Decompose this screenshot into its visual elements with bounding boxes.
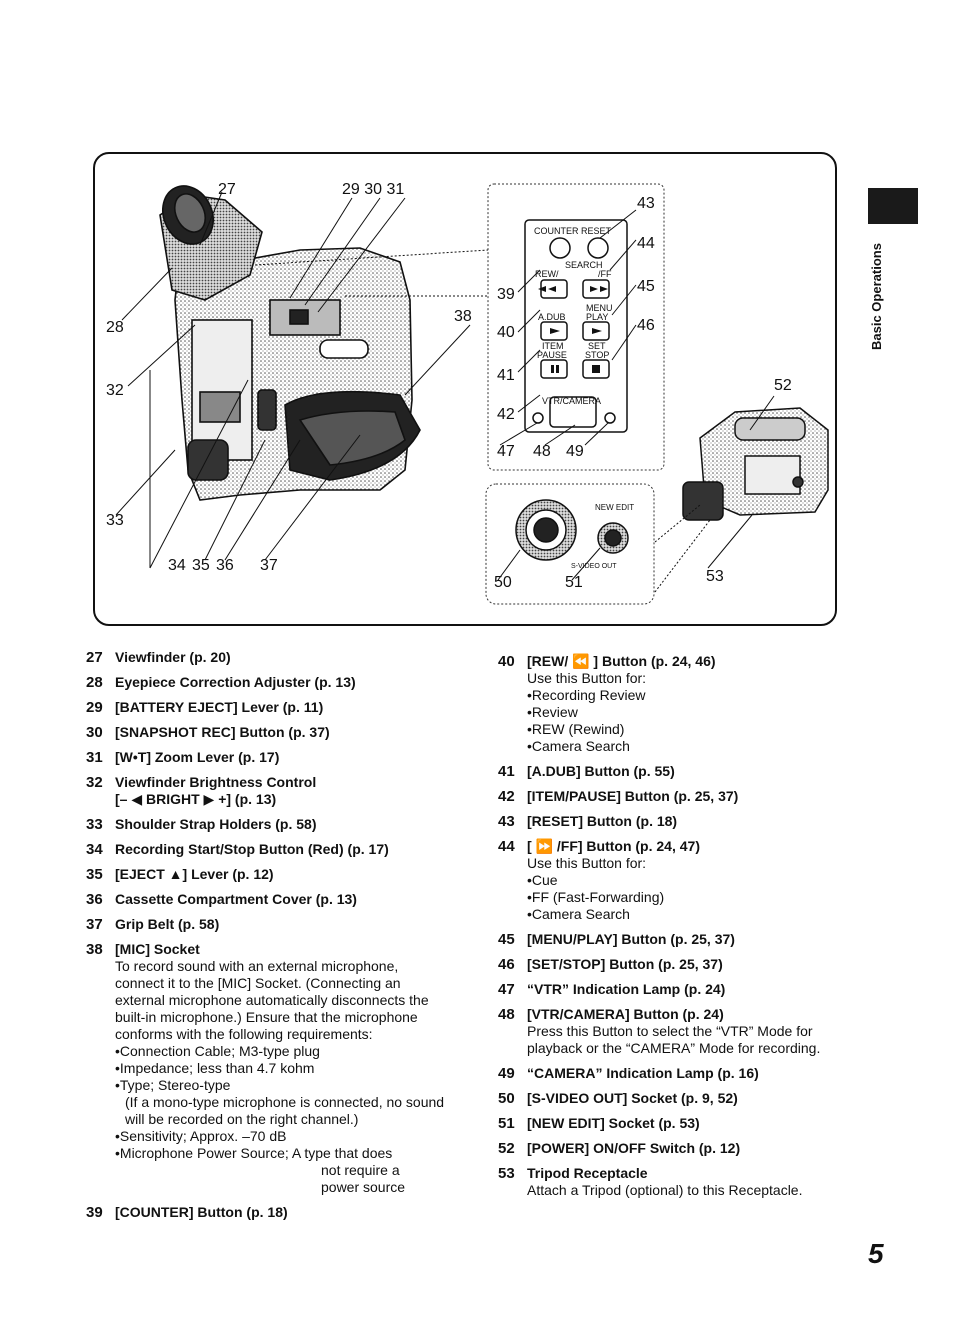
vtr-camera-label: VTR/CAMERA: [542, 396, 601, 406]
list-item: 49“CAMERA” Indication Lamp (p. 16): [498, 1065, 759, 1082]
list-item: 51[NEW EDIT] Socket (p. 53): [498, 1115, 700, 1132]
list-item: 41[A.DUB] Button (p. 55): [498, 763, 675, 780]
callout-27: 27: [218, 181, 236, 198]
list-item: 31[W•T] Zoom Lever (p. 17): [86, 749, 280, 766]
callout-37: 37: [260, 557, 278, 574]
svideo-out-label: S-VIDEO OUT: [571, 563, 617, 570]
socket-inset: [497, 499, 629, 581]
section-tab: [868, 188, 918, 224]
leader-lines: [115, 191, 489, 569]
rew-label: REW/: [535, 269, 559, 279]
figure-frame: [93, 152, 837, 626]
counter-reset-label: COUNTER RESET: [534, 226, 612, 236]
list-item: 44[ ⏩ /FF] Button (p. 24, 47) Use this B…: [498, 838, 700, 922]
callout-29-30-31: 29 30 31: [342, 181, 404, 198]
list-item: 43[RESET] Button (p. 18): [498, 813, 678, 830]
search-label: SEARCH: [565, 260, 603, 270]
list-item: 48[VTR/CAMERA] Button (p. 24) Press this…: [498, 1006, 821, 1056]
callout-38: 38: [454, 308, 472, 325]
camcorder-rear: [682, 407, 829, 521]
control-panel: [524, 219, 628, 433]
stop-label: STOP: [585, 350, 609, 360]
control-panel-labels: COUNTER RESET SEARCH REW/ /FF MENU A.DUB…: [534, 226, 634, 570]
list-item: 47“VTR” Indication Lamp (p. 24): [498, 981, 726, 998]
callout-50: 50: [494, 574, 512, 591]
callout-42: 42: [497, 406, 515, 423]
callout-28: 28: [106, 319, 124, 336]
new-edit-label: NEW EDIT: [595, 503, 634, 512]
list-item: 45[MENU/PLAY] Button (p. 25, 37): [498, 931, 735, 948]
callout-numbers: 27 29 30 31 28 32 33 34 35 36 37 38 43 4…: [106, 181, 792, 591]
callout-45: 45: [637, 278, 655, 295]
callout-33: 33: [106, 512, 124, 529]
item-label: ITEM: [542, 341, 564, 351]
callout-53: 53: [706, 568, 724, 585]
callout-43: 43: [637, 195, 655, 212]
list-item: 40[REW/ ⏪ ] Button (p. 24, 46) Use this …: [498, 653, 716, 754]
list-item: 35[EJECT ▲] Lever (p. 12): [86, 866, 274, 883]
camcorder-figure: COUNTER RESET SEARCH REW/ /FF MENU A.DUB…: [106, 181, 829, 605]
camcorder-main: [159, 185, 421, 501]
callout-35: 35: [192, 557, 210, 574]
list-item: 29[BATTERY EJECT] Lever (p. 11): [86, 699, 324, 716]
play-label: PLAY: [586, 312, 608, 322]
callout-47: 47: [497, 443, 515, 460]
callout-46: 46: [637, 317, 655, 334]
adub-label: A.DUB: [538, 312, 566, 322]
callout-49: 49: [566, 443, 584, 460]
callout-32: 32: [106, 382, 124, 399]
callout-36: 36: [216, 557, 234, 574]
menu-label: MENU: [586, 303, 613, 313]
callout-39: 39: [497, 286, 515, 303]
panel-leaders: [499, 209, 637, 446]
list-item: 42[ITEM/PAUSE] Button (p. 25, 37): [498, 788, 739, 805]
list-item: 39[COUNTER] Button (p. 18): [86, 1204, 288, 1221]
parts-list-right: 40[REW/ ⏪ ] Button (p. 24, 46) Use this …: [498, 653, 858, 1207]
ff-label: /FF: [598, 269, 612, 279]
callout-52: 52: [774, 377, 792, 394]
list-item: 50[S-VIDEO OUT] Socket (p. 9, 52): [498, 1090, 738, 1107]
list-item: 30[SNAPSHOT REC] Button (p. 37): [86, 724, 330, 741]
list-item: 46[SET/STOP] Button (p. 25, 37): [498, 956, 723, 973]
callout-51: 51: [565, 574, 583, 591]
list-item: 52[POWER] ON/OFF Switch (p. 12): [498, 1140, 741, 1157]
callout-44: 44: [637, 235, 655, 252]
callout-41: 41: [497, 367, 515, 384]
page-number: 5: [868, 1238, 884, 1269]
pause-label: PAUSE: [537, 350, 567, 360]
callout-40: 40: [497, 324, 515, 341]
callout-34: 34: [168, 557, 186, 574]
callout-48: 48: [533, 443, 551, 460]
set-label: SET: [588, 341, 606, 351]
list-item: 38[MIC] Socket To record sound with an e…: [86, 941, 445, 1195]
